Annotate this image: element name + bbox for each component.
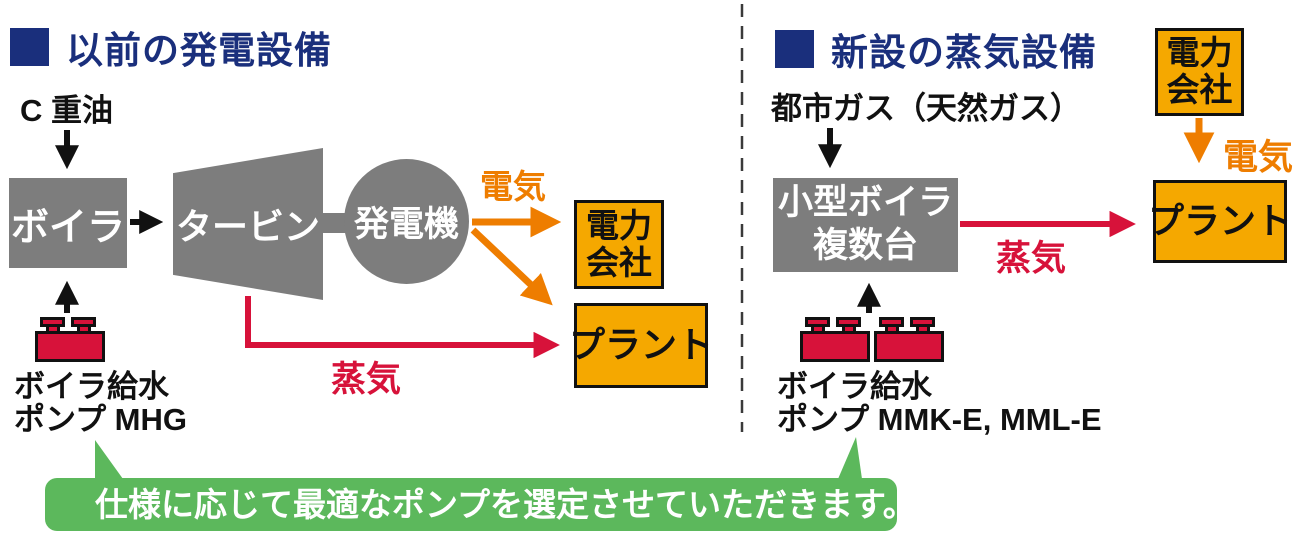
power-company-left-line2: 会社 — [586, 243, 652, 281]
header-square-icon — [10, 28, 49, 66]
steam-label-right: 蒸気 — [996, 239, 1067, 278]
steam-label-left: 蒸気 — [331, 360, 402, 399]
pump-caption-left-line1: ボイラ給水 — [14, 369, 169, 404]
pump-icon-right-1 — [800, 317, 870, 362]
fuel-label-right: 都市ガス（天然ガス） — [771, 91, 1081, 126]
pump-flange-icon — [910, 317, 935, 327]
section-header-right: 新設の蒸気設備 — [775, 22, 1097, 76]
plant-right-label: プラント — [1148, 200, 1293, 242]
electricity-label-right: 電気 — [1223, 138, 1294, 177]
pump-flange-icon — [71, 317, 96, 327]
power-company-right-line1: 電力 — [1166, 34, 1233, 72]
turbine-label: タービン — [175, 206, 320, 247]
generator-circle: 発電機 — [344, 159, 469, 284]
small-boiler-box: 小型ボイラ 複数台 — [773, 178, 958, 272]
small-boiler-line1: 小型ボイラ — [777, 183, 953, 223]
pump-flange-icon — [836, 317, 861, 327]
power-company-left-line1: 電力 — [586, 206, 652, 244]
header-square-icon — [775, 30, 814, 68]
pump-flange-icon — [40, 317, 65, 327]
plant-left-label: プラント — [569, 324, 714, 366]
electricity-label-left: 電気 — [480, 168, 546, 205]
pump-caption-right-line1: ボイラ給水 — [777, 369, 932, 404]
pump-icon-right-2 — [874, 317, 944, 362]
arrow-electricity-to-plant-left — [470, 227, 553, 306]
turbine-shape: タービン — [173, 148, 323, 300]
section-header-left: 以前の発電設備 — [10, 20, 332, 74]
fuel-label-left: C 重油 — [20, 93, 113, 128]
pump-caption-right-line2: ポンプ MMK-E, MML-E — [777, 402, 1102, 437]
boiler-label: ボイラ — [10, 206, 125, 249]
turbine-generator-shaft — [321, 213, 349, 233]
generator-label: 発電機 — [353, 205, 459, 244]
callout-pointer-right — [838, 437, 862, 479]
pump-icon-left — [35, 317, 105, 362]
pump-body-icon — [874, 331, 944, 362]
pump-caption-left-line2: ポンプ MHG — [14, 402, 188, 437]
small-boiler-line2: 複数台 — [812, 226, 918, 265]
boiler-box: ボイラ — [9, 178, 127, 268]
section-title-right: 新設の蒸気設備 — [831, 32, 1097, 73]
power-company-box-right: 電力 会社 — [1155, 28, 1244, 116]
power-company-box-left: 電力 会社 — [574, 200, 664, 289]
power-company-right-line2: 会社 — [1166, 71, 1233, 108]
arrow-steam-to-plant-left — [245, 296, 560, 359]
pump-body-icon — [800, 331, 870, 362]
section-title-left: 以前の発電設備 — [66, 30, 332, 71]
callout-pointer-left — [95, 440, 123, 479]
plant-box-left: プラント — [569, 303, 713, 388]
pump-body-icon — [35, 331, 105, 362]
pump-flange-icon — [805, 317, 830, 327]
plant-box-right: プラント — [1148, 180, 1292, 263]
pump-flange-icon — [879, 317, 904, 327]
callout-banner: 仕様に応じて最適なポンプを選定させていただきます。 — [45, 478, 916, 531]
